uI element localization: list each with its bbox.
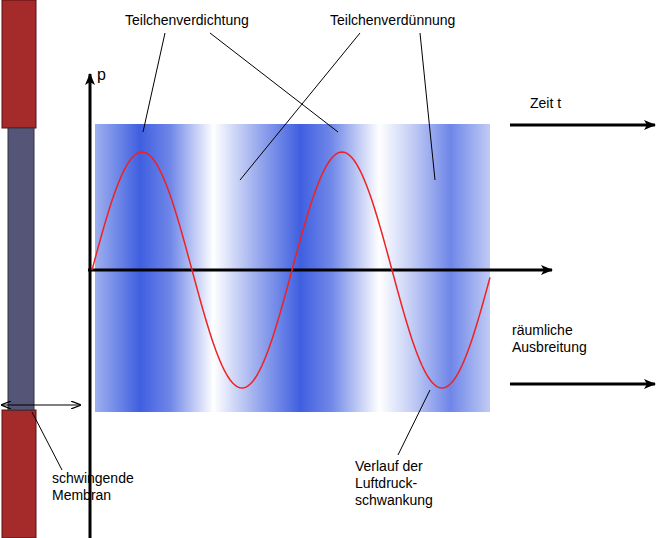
leader-line	[210, 33, 338, 132]
time-axis	[88, 269, 552, 272]
propagation-label: räumliche Ausbreitung	[512, 322, 602, 356]
oscillation-arrow	[2, 404, 80, 405]
axis-label: p	[97, 66, 106, 83]
time-arrow	[510, 124, 655, 127]
time-label: Zeit t	[530, 95, 561, 112]
leader-line	[240, 33, 360, 180]
leader-line	[143, 33, 165, 132]
housing-bottom	[2, 410, 36, 538]
housing-top	[2, 0, 36, 128]
leader-line	[32, 412, 62, 470]
compression-label: Teilchenverdichtung	[125, 12, 249, 29]
leader-line	[420, 33, 435, 180]
membrane-label: schwingende Membran	[52, 470, 148, 504]
leader-line	[398, 390, 430, 455]
pressure-axis	[89, 74, 92, 538]
propagation-arrow	[510, 383, 655, 386]
membrane	[8, 128, 34, 410]
rarefaction-label: Teilchenverdünnung	[330, 12, 455, 29]
curve-label: Verlauf der Luftdruck- schwankung	[355, 458, 447, 509]
pressure-curve	[92, 152, 490, 388]
